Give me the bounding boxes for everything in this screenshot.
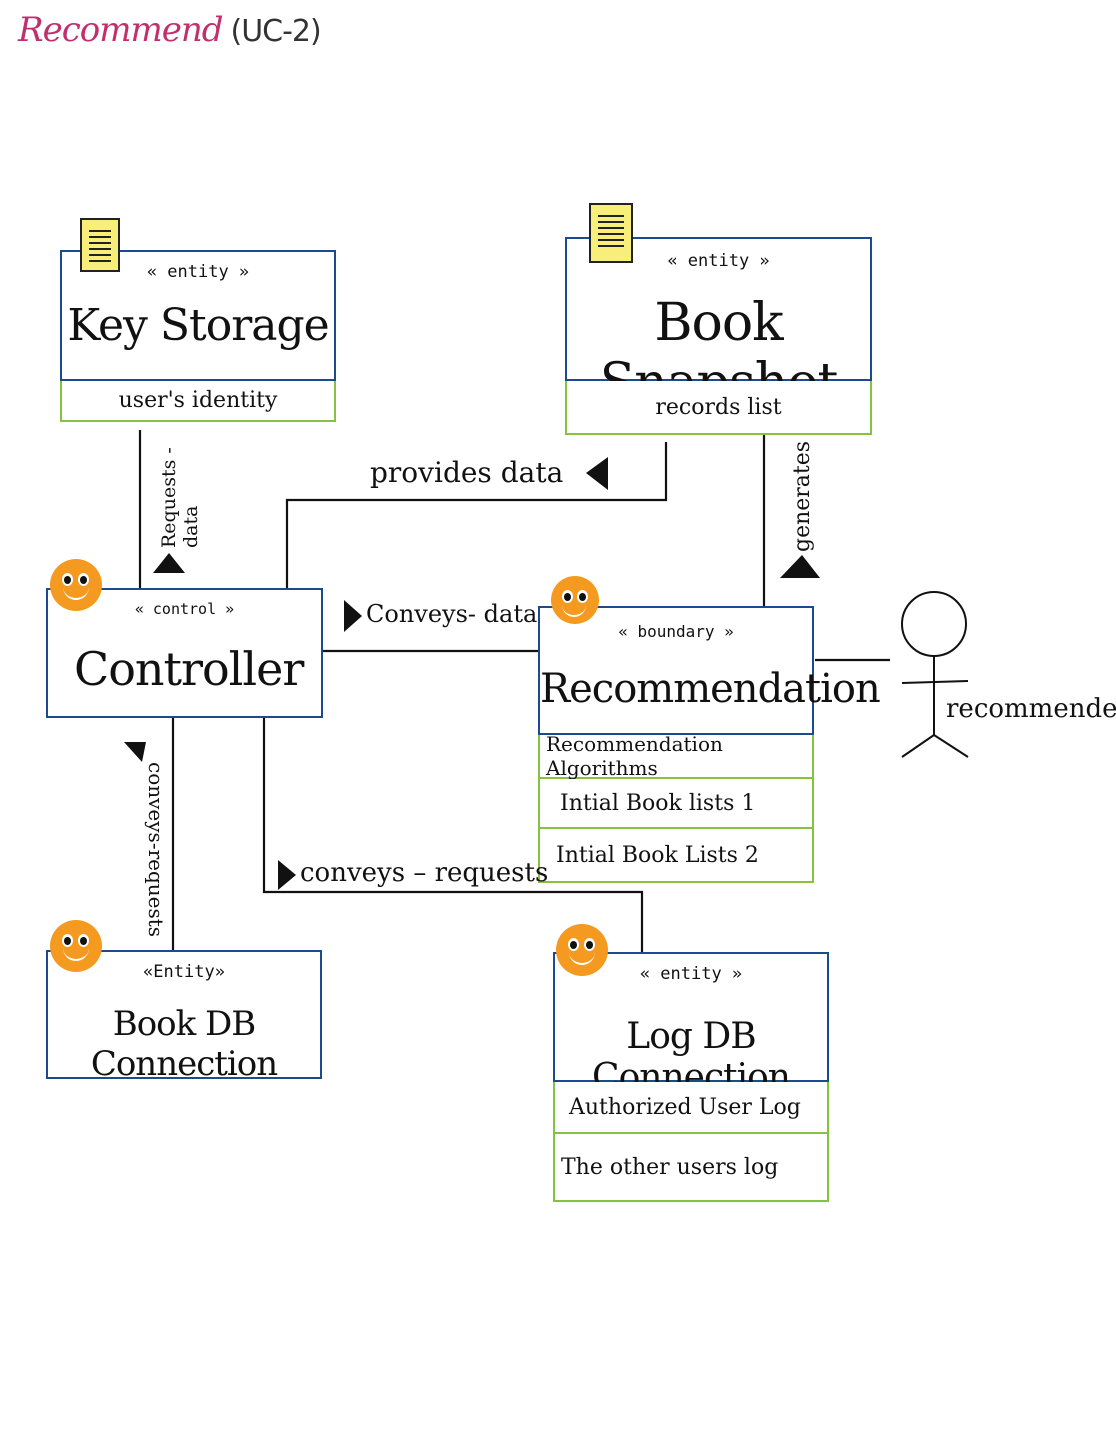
stereotype-label: « entity »: [639, 964, 743, 984]
label-requests-data: Requests -data: [158, 447, 202, 548]
line-snapshot-controller: [285, 442, 668, 588]
label-provides-data: provides data: [370, 456, 564, 489]
smiley-icon: [556, 924, 608, 976]
arrow-down-conveys-requests: [124, 742, 146, 762]
attribute-initial-book-lists-2: Intial Book Lists 2: [538, 829, 814, 883]
arrow-right-conveys-requests: [278, 860, 296, 890]
class-book-snapshot[interactable]: « entity » Book Snapshot records list: [565, 237, 872, 435]
attribute-initial-book-lists-1: Intial Book lists 1: [538, 779, 814, 829]
class-name: Controller: [74, 642, 304, 696]
stereotype-label: « boundary »: [618, 622, 734, 641]
class-header: « boundary » Recommendation: [538, 606, 881, 735]
stereotype-label: « entity »: [146, 262, 250, 282]
note-icon: [80, 218, 120, 272]
label-conveys-data: Conveys- data: [366, 600, 538, 628]
attribute-other-users-log: The other users log: [553, 1134, 829, 1202]
stereotype-label: «Entity»: [143, 962, 225, 982]
smiley-icon: [50, 559, 102, 611]
label-generates: generates: [790, 440, 815, 552]
class-recommendation[interactable]: « boundary » Recommendation Recommendati…: [538, 606, 881, 883]
class-header: «Entity» Book DB Connection: [46, 950, 322, 1084]
class-name: Key Storage: [67, 300, 329, 351]
class-book-db-connection[interactable]: «Entity» Book DB Connection: [46, 950, 322, 1084]
attribute-records-list: records list: [565, 381, 872, 435]
title-main: Recommend: [18, 10, 223, 50]
label-conveys-requests-vertical: conveys-requests: [144, 762, 168, 938]
arrow-up-generates: [780, 555, 820, 578]
arrow-up-requests: [153, 553, 185, 573]
title-sub: (UC-2): [230, 14, 322, 49]
diagram-title: Recommend(UC-2): [18, 10, 322, 50]
class-controller[interactable]: « control » Controller: [46, 588, 323, 718]
actor-label: recommender: [946, 694, 1116, 724]
stereotype-label: « control »: [134, 600, 235, 618]
stick-figure-icon: [901, 591, 969, 758]
class-log-db-connection[interactable]: « entity » Log DB Connection Authorized …: [553, 952, 829, 1202]
line-controller-logdb: [262, 718, 644, 952]
attribute-authorized-user-log: Authorized User Log: [553, 1082, 829, 1134]
class-header: « control » Controller: [46, 588, 323, 718]
class-name: Recommendation: [540, 666, 881, 712]
label-conveys-requests-horizontal: conveys – requests: [300, 858, 549, 888]
class-name: Book DB Connection: [90, 1004, 278, 1084]
attribute-users-identity: user's identity: [60, 381, 336, 422]
smiley-icon: [551, 576, 599, 624]
arrow-right-conveys-data: [344, 600, 362, 632]
class-key-storage[interactable]: « entity » Key Storage user's identity: [60, 250, 336, 422]
attribute-recommendation-algorithms: Recommendation Algorithms: [538, 732, 814, 780]
arrow-left-provides: [586, 457, 608, 490]
note-icon: [589, 203, 633, 263]
stereotype-label: « entity »: [667, 251, 770, 271]
smiley-icon: [50, 920, 102, 972]
